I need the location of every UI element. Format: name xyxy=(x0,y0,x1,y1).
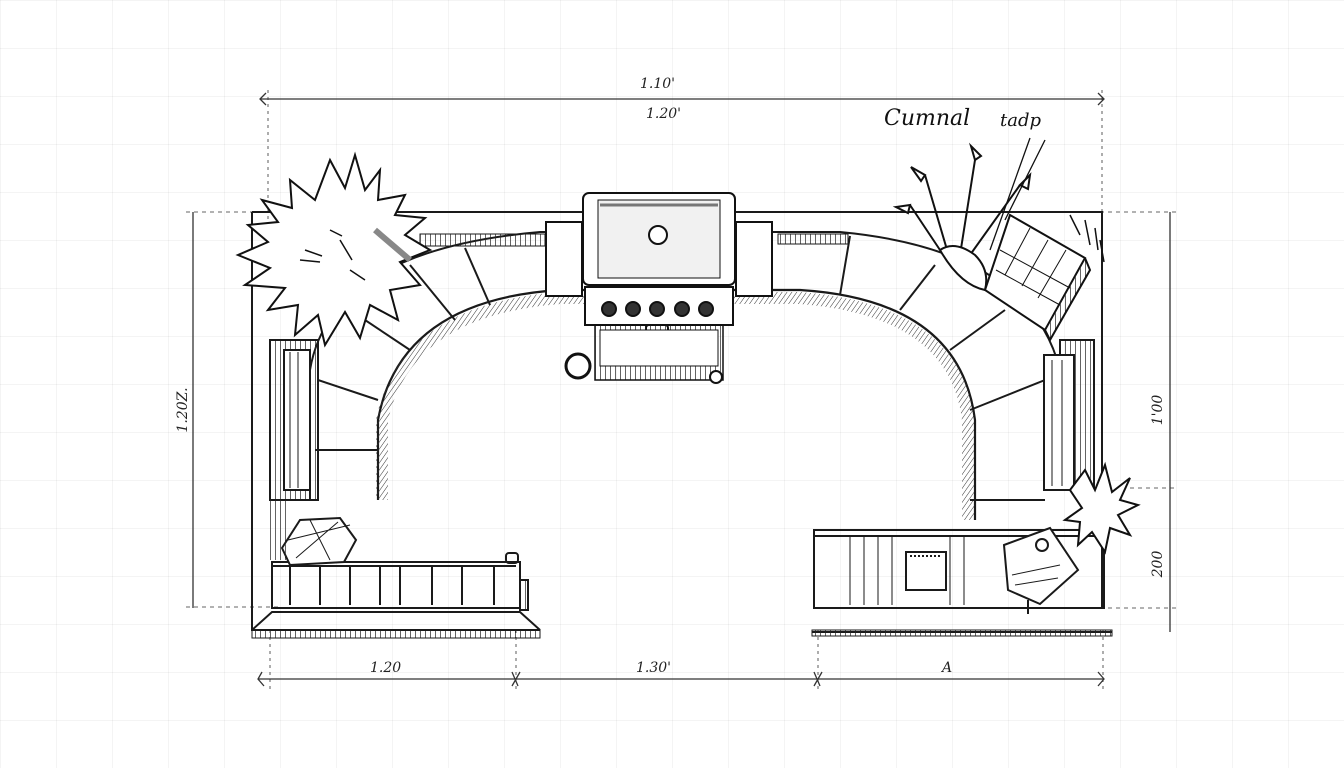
dimension-lines xyxy=(186,90,1176,690)
planter-box-top-right xyxy=(983,213,1105,343)
chair-bottom-right xyxy=(1002,526,1080,614)
shrub-top-left xyxy=(235,151,433,348)
left-side-counter xyxy=(269,339,319,501)
dimension-bottom-right: A xyxy=(942,660,953,676)
grill xyxy=(545,192,773,384)
annotation-label-2: tadp xyxy=(1000,110,1042,131)
crate-bottom-left xyxy=(270,500,358,567)
patio-outline xyxy=(251,211,1113,639)
right-side-counter xyxy=(1043,339,1095,491)
dimension-bottom-left: 1.20 xyxy=(370,660,402,676)
dimension-right-lower: 200 xyxy=(1150,550,1166,578)
shrub-right xyxy=(1062,461,1141,555)
dimension-right-upper: 1'00 xyxy=(1150,394,1166,426)
dimension-top-overall: 1.10' xyxy=(640,76,676,92)
left-railing-bar xyxy=(271,552,529,611)
annotation-label-1: Cumnal xyxy=(884,106,971,131)
dimension-top-inner: 1.20' xyxy=(646,106,682,122)
dimension-bottom-middle: 1.30' xyxy=(636,660,672,676)
annotation-leaders xyxy=(989,137,1046,251)
plants-top-right xyxy=(892,142,1032,292)
dimension-left-vertical: 1.20Z. xyxy=(175,387,191,433)
